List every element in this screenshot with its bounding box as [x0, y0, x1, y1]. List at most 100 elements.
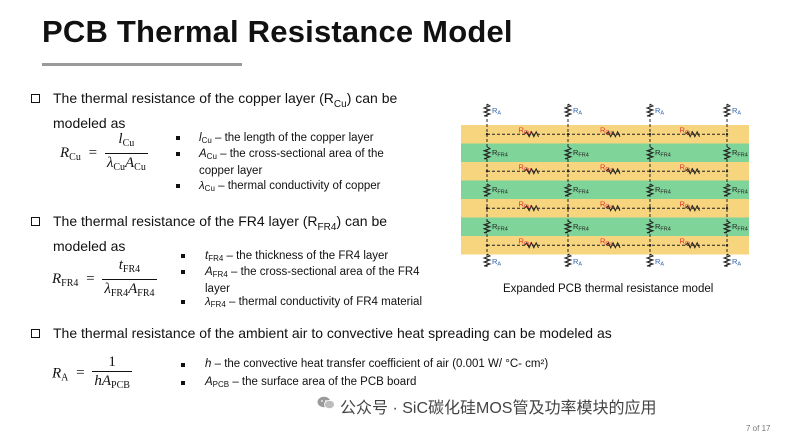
def-text-continuation: copper layer: [199, 165, 263, 177]
resistor-copper: [605, 204, 621, 212]
fraction-numerator: t: [118, 257, 123, 273]
label-r-copper: RCu: [600, 199, 612, 210]
def-symbol-sub: PCB: [212, 380, 230, 389]
question-copper-sub: Cu: [333, 98, 347, 110]
title-underline: [42, 63, 242, 66]
junction-node: [485, 170, 489, 173]
label-r-ambient: RA: [732, 257, 741, 268]
wechat-icon: [317, 396, 335, 410]
resistor-fr4: [563, 146, 573, 160]
label-r-ambient: RA: [655, 257, 664, 268]
label-r-fr4: RFR4: [732, 185, 748, 196]
resistor-copper: [524, 204, 539, 212]
resistor-fr4: [645, 183, 655, 197]
resistor-ambient-top: [563, 103, 573, 117]
resistor-copper: [685, 167, 700, 175]
formula-ambient: RA = 1 hAPCB: [52, 353, 132, 395]
resistor-fr4: [645, 220, 655, 234]
label-r-fr4: RFR4: [573, 222, 589, 233]
label-r-fr4: RFR4: [655, 222, 671, 233]
page-title: PCB Thermal Resistance Model: [42, 14, 513, 49]
formula-fr4: RFR4 = tFR4 λFR4AFR4: [52, 256, 157, 303]
question-copper-line2: modeled as: [53, 114, 126, 131]
resistor-copper: [605, 130, 621, 138]
def-symbol-sub: Cu: [201, 136, 212, 145]
label-r-ambient: RA: [655, 106, 664, 117]
question-copper-prefix: The thermal resistance of the copper lay…: [53, 90, 334, 106]
fr4-layer-band: [461, 217, 749, 236]
question-copper-suffix: ) can be: [346, 90, 398, 106]
label-r-copper: RCu: [600, 125, 612, 136]
formula-lhs: R: [52, 365, 62, 382]
fraction-numerator: 1: [108, 354, 116, 370]
resistor-fr4: [563, 183, 573, 197]
def-item: h – the convective heat transfer coeffic…: [205, 357, 548, 371]
label-r-copper: RCu: [600, 162, 612, 173]
junction-node: [648, 244, 652, 247]
resistor-fr4: [722, 220, 732, 234]
def-item: tFR4 – the thickness of the FR4 layer: [205, 249, 388, 266]
label-r-ambient: RA: [492, 257, 501, 268]
bullet-square-icon: [181, 300, 185, 304]
resistor-fr4: [563, 220, 573, 234]
def-text: – the convective heat transfer coefficie…: [211, 358, 549, 370]
def-symbol-sub: FR4: [212, 270, 228, 279]
fraction: tFR4 λFR4AFR4: [102, 256, 157, 303]
fr4-layer-band: [461, 180, 749, 199]
def-item: λFR4 – thermal conductivity of FR4 mater…: [205, 295, 422, 312]
fraction: 1 hAPCB: [92, 353, 132, 395]
def-item: λCu – thermal conductivity of copper: [199, 179, 380, 196]
def-item: APCB – the surface area of the PCB board: [205, 375, 416, 392]
def-symbol-sub: FR4: [210, 300, 226, 309]
resistor-fr4: [722, 146, 732, 160]
def-item: AFR4 – the cross-sectional area of the F…: [205, 265, 420, 296]
label-r-fr4: RFR4: [732, 222, 748, 233]
label-r-copper: RCu: [519, 125, 531, 136]
label-r-fr4: RFR4: [492, 185, 508, 196]
label-r-copper: RCu: [519, 162, 531, 173]
def-text-continuation: layer: [205, 283, 230, 295]
def-text: – thermal conductivity of copper: [214, 180, 381, 192]
label-r-copper: RCu: [680, 199, 692, 210]
junction-node: [566, 133, 570, 136]
bullet-square-icon: [181, 363, 185, 367]
bullet-square-icon: [176, 152, 180, 156]
resistor-copper: [685, 241, 700, 249]
junction-node: [485, 207, 489, 210]
label-r-copper: RCu: [680, 236, 692, 247]
resistor-copper: [685, 204, 700, 212]
label-r-ambient: RA: [573, 106, 582, 117]
question-fr4-suffix: ) can be: [336, 213, 388, 229]
resistor-fr4: [482, 183, 492, 197]
def-symbol: A: [199, 148, 207, 160]
resistor-copper: [524, 167, 539, 175]
label-r-fr4: RFR4: [732, 148, 748, 159]
fraction-den-area: A: [128, 281, 138, 297]
def-symbol-sub: Cu: [206, 152, 217, 161]
formula-copper: RCu = lCu λCuACu: [60, 130, 148, 177]
junction-node: [725, 207, 729, 210]
page-number: 7 of 17: [746, 424, 771, 433]
checkbox-bullet-icon: [31, 217, 40, 226]
def-symbol: λ: [199, 180, 205, 192]
fraction-numerator-sub: Cu: [122, 138, 135, 149]
junction-node: [725, 133, 729, 136]
resistor-ambient-top: [645, 103, 655, 117]
fraction-den-area: A: [101, 373, 112, 389]
def-symbol-sub: Cu: [204, 184, 215, 193]
fraction-numerator: l: [118, 131, 123, 147]
fraction-den-area-sub: FR4: [137, 288, 155, 299]
bullet-square-icon: [181, 381, 185, 385]
checkbox-bullet-icon: [31, 329, 40, 338]
def-symbol-sub: FR4: [208, 254, 224, 263]
question-fr4-sub: FR4: [317, 221, 337, 233]
resistor-copper: [524, 130, 539, 138]
def-symbol: A: [205, 376, 213, 388]
junction-node: [566, 244, 570, 247]
def-text: – the cross-sectional area of the FR4: [227, 266, 420, 278]
formula-lhs: R: [52, 270, 62, 287]
label-r-fr4: RFR4: [655, 185, 671, 196]
def-symbol: l: [199, 132, 202, 144]
fraction-numerator-sub: FR4: [122, 264, 141, 275]
resistor-ambient-bottom: [722, 253, 732, 267]
